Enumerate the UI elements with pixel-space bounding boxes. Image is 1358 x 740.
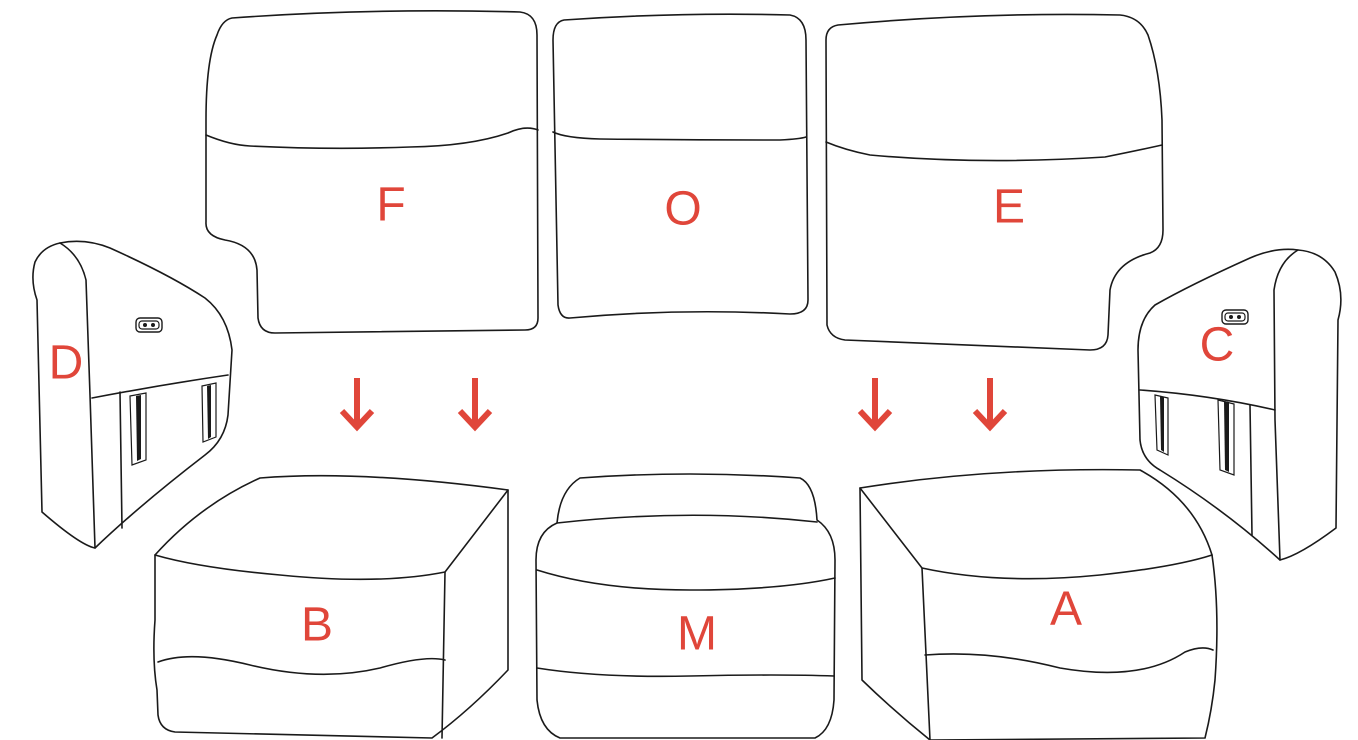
seat-b: B: [154, 476, 508, 738]
back-cushion-e: E: [826, 14, 1163, 350]
label-o: O: [664, 183, 701, 236]
arrow-down-icon: [460, 378, 490, 427]
arrows-left: [342, 378, 490, 427]
back-cushion-o: O: [553, 14, 808, 318]
arm-d: D: [33, 241, 232, 548]
seat-a: A: [860, 470, 1217, 740]
arrow-down-icon: [342, 378, 372, 427]
back-cushion-f: F: [206, 11, 538, 333]
seat-m: M: [536, 474, 835, 738]
label-c: C: [1200, 319, 1235, 372]
label-d: D: [49, 337, 84, 390]
label-b: B: [301, 599, 333, 652]
power-switch-icon: [136, 318, 162, 332]
arrow-down-icon: [860, 378, 890, 427]
label-f: F: [376, 179, 405, 232]
arrows-right: [860, 378, 1005, 427]
label-m: M: [677, 608, 717, 661]
label-a: A: [1050, 583, 1082, 636]
arrow-down-icon: [975, 378, 1005, 427]
label-e: E: [993, 181, 1025, 234]
